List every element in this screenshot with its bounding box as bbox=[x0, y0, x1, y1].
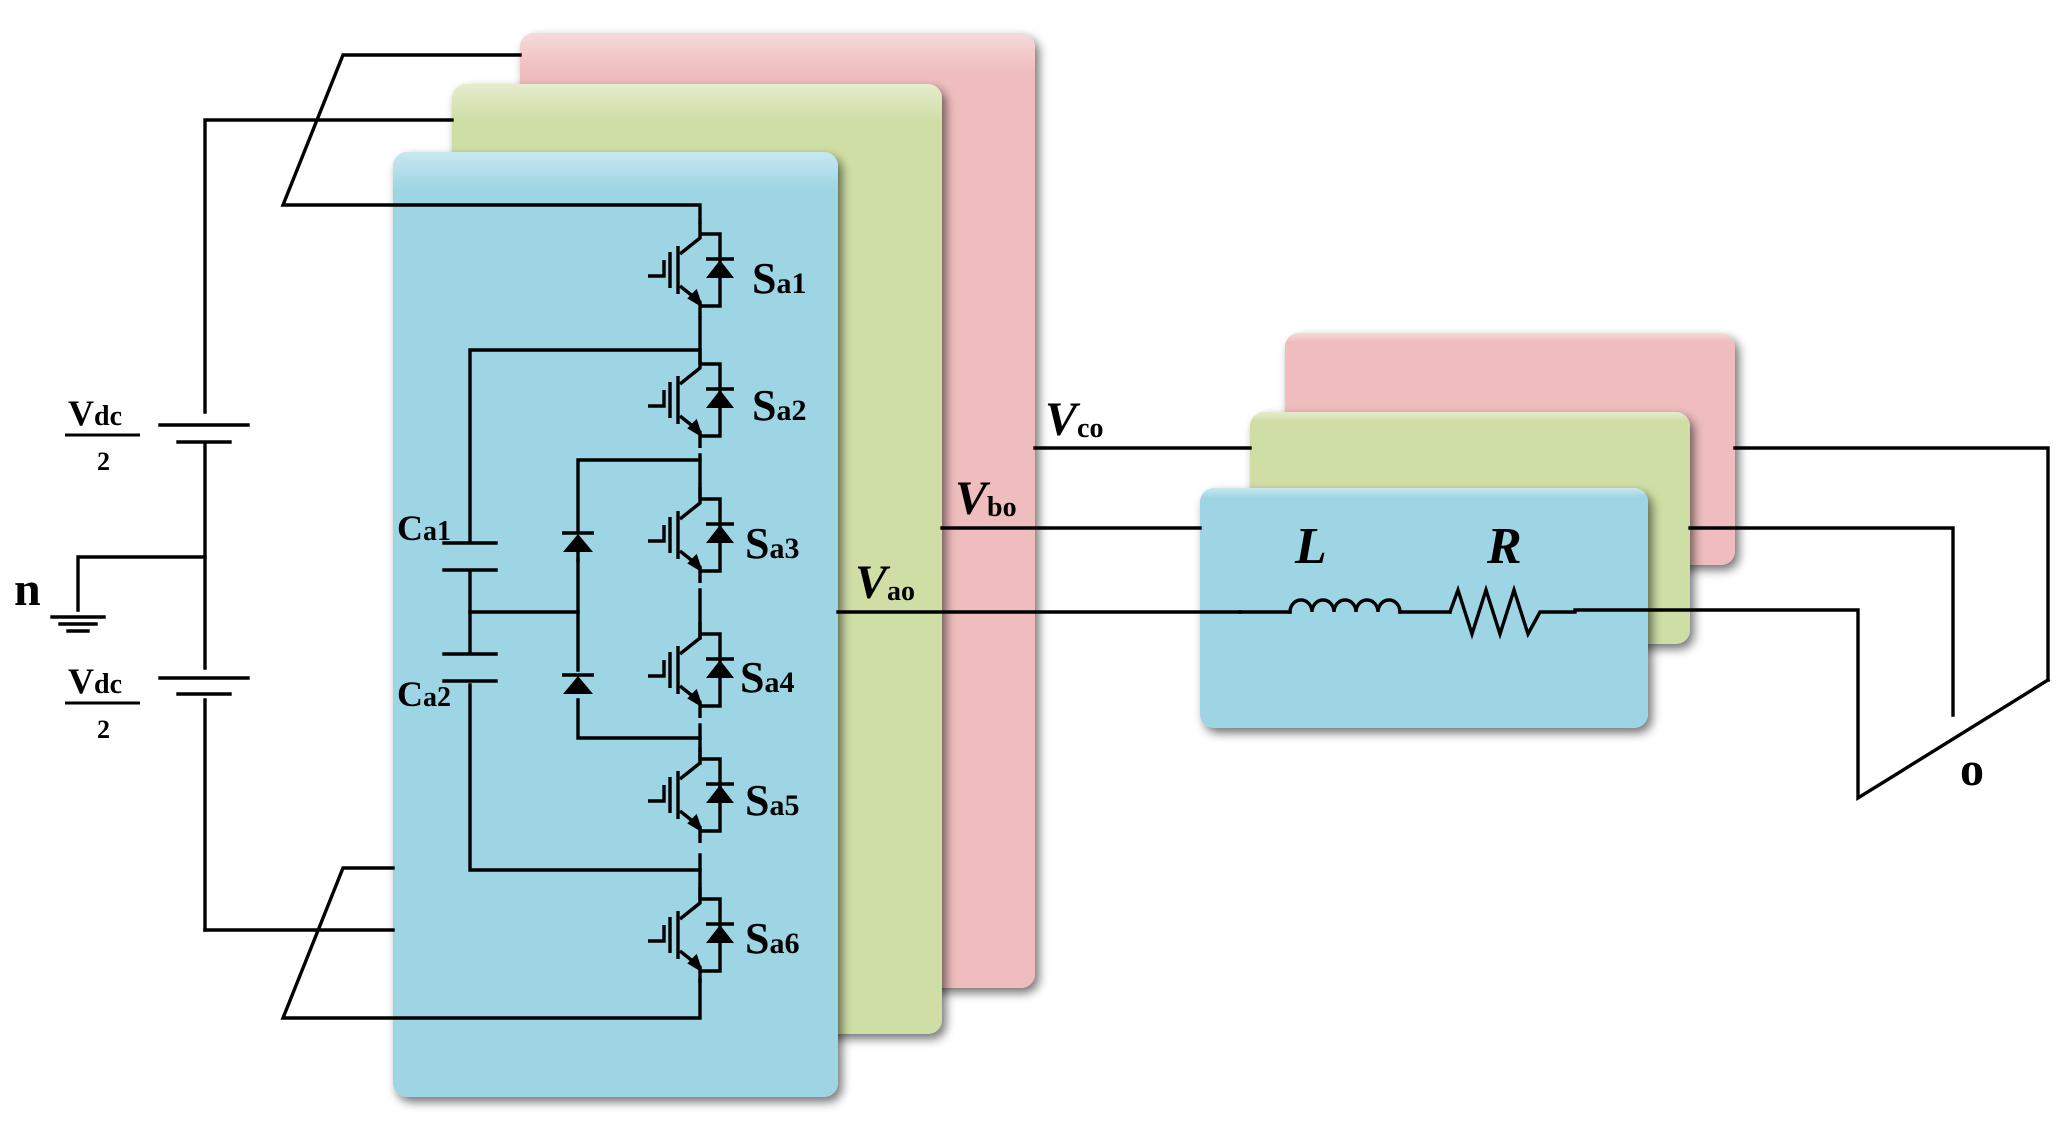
battery-upper bbox=[158, 423, 250, 444]
switch-sa5-label: Sa5 bbox=[745, 776, 799, 825]
resistor-icon bbox=[1447, 584, 1577, 640]
switch-sa6-label: Sa6 bbox=[745, 914, 799, 963]
igbt-switch-a5-icon bbox=[648, 747, 734, 843]
svg-text:2: 2 bbox=[97, 715, 110, 744]
inductor-label: L bbox=[1294, 518, 1327, 575]
svg-text:Vdc: Vdc bbox=[68, 661, 122, 701]
resistor-label: R bbox=[1486, 518, 1522, 575]
neutral-n-label: n bbox=[14, 563, 41, 616]
voltage-vao-label: Vao bbox=[855, 556, 915, 609]
igbt-switch-a4-icon bbox=[648, 622, 734, 718]
star-point-wiring bbox=[1573, 446, 2051, 802]
switch-sa1-label: Sa1 bbox=[752, 254, 806, 303]
dc-upper-label: Vdc 2 bbox=[65, 393, 140, 476]
switch-sa4-label: Sa4 bbox=[740, 653, 794, 702]
capacitor-ca2 bbox=[442, 652, 498, 683]
load-panel-phase-a bbox=[1200, 488, 1648, 728]
switch-labels: Sa1 Sa2 Sa3 Sa4 Sa5 Sa6 bbox=[740, 254, 806, 963]
ground-icon bbox=[50, 615, 106, 633]
capacitor-ca1 bbox=[442, 541, 498, 572]
igbt-switch-a1-icon bbox=[648, 222, 734, 318]
switch-sa3-label: Sa3 bbox=[745, 519, 799, 568]
battery-lower bbox=[158, 676, 250, 696]
switch-layer bbox=[648, 222, 734, 983]
switch-sa2-label: Sa2 bbox=[752, 381, 806, 430]
output-wiring bbox=[940, 446, 1292, 614]
star-point-o-label: o bbox=[1960, 743, 1984, 796]
igbt-switch-a3-icon bbox=[648, 487, 734, 583]
phase-a-leg-wiring bbox=[468, 316, 1242, 900]
igbt-switch-a6-icon bbox=[648, 887, 734, 983]
dc-lower-label: Vdc 2 bbox=[65, 661, 140, 744]
svg-text:2: 2 bbox=[97, 447, 110, 476]
clamp-diode-upper-icon bbox=[562, 531, 594, 562]
voltage-vco-label: Vco bbox=[1045, 393, 1103, 446]
igbt-switch-a2-icon bbox=[648, 352, 734, 448]
clamp-diode-lower-icon bbox=[562, 673, 594, 694]
capacitor-ca2-label: Ca2 bbox=[397, 674, 451, 714]
dc-source-wiring bbox=[76, 53, 702, 1020]
capacitor-ca1-label: Ca1 bbox=[397, 508, 451, 548]
svg-text:Vdc: Vdc bbox=[68, 393, 122, 433]
inductor-icon bbox=[1288, 598, 1452, 614]
voltage-vbo-label: Vbo bbox=[955, 472, 1017, 525]
